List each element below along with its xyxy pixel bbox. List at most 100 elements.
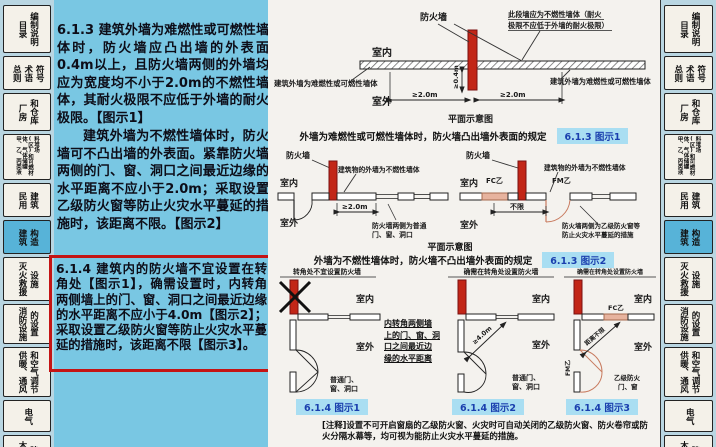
dim: ≥2.0m [342,203,368,211]
outdoor-label: 室外 [280,217,298,229]
clause-6-1-3-continued: 建筑外墙为不燃性墙体时，防火墙可不凸出墙的外表面。紧靠防火墙两侧的门、窗、洞口之… [57,129,269,232]
clause-6-1-4: 6.1.4 建筑内的防火墙不宜设置在转角处【图示1】，确需设置时，内转角两侧墙上… [56,262,267,353]
noncombustible-note-line1: 此段墙应为不燃性墙体（耐火 [508,10,602,19]
top-label: 转角处不宜设置防火墙 [293,267,361,276]
r-tab-general-terms[interactable]: 总则术语符号 [664,56,713,90]
opening-label-2: 门、窗、洞口 [372,230,413,239]
tab-toc[interactable]: 目录编制说明 [3,5,51,53]
highlight-box-6-1-4: 6.1.4 建筑内的防火墙不宜设置在转角处【图示1】，确需设置时，内转角两侧墙上… [49,255,273,372]
firewall-bar [457,279,467,315]
firewall-label: 防火墙 [420,11,447,23]
fire-door-swing-arc [579,371,603,393]
figure-6-1-4-1: 转角处不宜设置防火墙 室内 室外 普通门、 窗、洞口 [278,267,381,393]
firewall-label: 防火墙 [466,150,490,160]
dim-protrusion: ≥0.4m [452,65,460,89]
hatched-wall-right [476,60,646,70]
tab-factory-warehouse[interactable]: 厂房和仓库 [3,93,51,131]
r-tab-timber-structure[interactable]: 木结构建筑 [664,435,713,447]
figure-tag-6-1-4-3: 6.1.4 图示3 [566,399,638,415]
figure-6-1-3-1: 防火墙 室内 室外 建筑外墙为难燃性或可燃性墙体 此段墙应为不燃性墙体（耐火 极… [273,10,651,125]
firewall-bar [573,279,583,315]
figure-6-1-4-2: 确需在转角处设置防火墙 ≥4.0m 室内 室外 普通门、 窗、洞口 [448,267,555,393]
outdoor-label: 室外 [532,339,550,351]
r-tab-factory-warehouse[interactable]: 厂房和仓库 [664,93,713,131]
combustible-wall-label-left: 建筑外墙为难燃性或可燃性墙体 [273,79,378,88]
caption-6-1-3-1: 外墙为难燃性或可燃性墙体时，防火墙凸出墙外表面的规定 6.1.3 图示1 [270,128,658,144]
indoor-label: 室内 [372,46,392,59]
outdoor-label: 室外 [460,219,478,231]
noncombustible-note-line2: 极限不应低于外墙的耐火极限） [508,21,609,30]
caption-text: 外墙为难燃性或可燃性墙体时，防火墙凸出墙外表面的规定 [299,132,547,143]
figure-6-1-3-2-right: 防火墙 FC乙 FM乙 室内 室外 建筑物的外墙为不燃性墙体 不限 防火墙两侧为… [459,150,641,239]
r-tab-fire-facilities[interactable]: 消防设施的设置 [664,304,713,344]
tab-hvac[interactable]: 供暖、通风和空气调节 [3,347,51,397]
sidebar-right: 目录编制说明 总则术语符号 厂房和仓库 甲、乙、丙类液体、气体储罐(区)和可燃材… [660,0,716,447]
sidebar-left: 目录编制说明 总则术语符号 厂房和仓库 甲、乙、丙类液体、气体储罐(区)和可燃材… [0,0,54,447]
r-tab-electrical[interactable]: 电气 [664,400,713,432]
fm-label: FM乙 [552,177,571,185]
figure-tag-6-1-4-1: 6.1.4 图示1 [296,399,368,415]
opening-label-2: 窗、洞口 [330,384,358,393]
fire-window-fc [603,313,629,321]
fc-label: FC乙 [486,177,503,185]
body-text: 6.1.3 建筑外墙为难燃性或可燃性墙体时，防火墙应凸出墙的外表面0.4m以上，… [57,22,269,233]
dim: ≥4.0m [471,324,494,346]
footnote: [注释]设置不可开启窗扇的乙级防火窗、火灾时可自动关闭的乙级防火窗、防火卷帘或防… [322,420,648,441]
indoor-label: 室内 [634,293,652,305]
opening-label-1: 普通门、 [512,373,540,382]
opening-label-1: 普通门、 [330,375,358,384]
top-label: 确需在转角处设置防火墙 [577,268,643,276]
r-tab-hvac[interactable]: 供暖、通风和空气调节 [664,347,713,397]
tab-fire-facilities[interactable]: 消防设施的设置 [3,304,51,344]
opening-label-2: 窗、洞口 [512,382,540,391]
firewall-bar [517,160,527,201]
fire-window-fc [481,192,509,201]
r-tab-civil-building[interactable]: 民用建筑 [664,183,713,217]
tab-tanks-stockyards[interactable]: 甲、乙、丙类液体、气体储罐(区)和可燃材料堆场 [3,134,51,180]
firewall-label: 防火墙 [286,150,310,160]
indoor-label: 室内 [280,177,298,189]
outdoor-label: 室外 [634,341,652,353]
corner-distance-note: 内转角两侧墙 上的门、窗、洞 口之间最近边 缘的水平距离 [384,319,440,363]
tab-general-terms[interactable]: 总则术语符号 [3,56,51,90]
x-mark [278,280,312,314]
combustible-wall-label-right: 建筑外墙为难燃性或可燃性墙体 [550,77,651,86]
door-swing-arc [463,373,487,393]
indoor-label: 室内 [460,177,478,189]
opening-label-2: 防止火灾水平蔓延的措施 [562,230,634,239]
r-tab-firefighting-rescue[interactable]: 灭火救援设施 [664,257,713,301]
tab-timber-structure[interactable]: 木结构建筑 [3,435,51,447]
plan-view-label-row2: 平面示意图 [427,243,473,253]
diagonal-dimension [579,321,621,359]
dim-right: ≥2.0m [500,91,526,99]
tab-electrical[interactable]: 电气 [3,400,51,432]
figure-tag-6-1-4-2: 6.1.4 图示2 [452,399,524,415]
tab-building-construction[interactable]: 建筑构造 [3,220,51,254]
tab-civil-building[interactable]: 民用建筑 [3,183,51,217]
fc-label: FC乙 [608,304,624,312]
figure-tag: 6.1.3 图示1 [556,128,629,144]
clause-6-1-3: 6.1.3 建筑外墙为难燃性或可燃性墙体时，防火墙应凸出墙的外表面0.4m以上，… [57,23,269,126]
dim: 不限 [510,202,525,211]
tab-firefighting-rescue[interactable]: 灭火救援设施 [3,257,51,301]
caption-text: 外墙为不燃性墙体时，防火墙不凸出墙外表面的规定 [313,256,533,267]
dim-left: ≥2.0m [412,91,438,99]
figure-tag: 6.1.3 图示2 [542,252,615,268]
indoor-label: 室内 [532,293,550,305]
r-tab-toc[interactable]: 目录编制说明 [664,5,713,53]
opening-label-1: 乙级防火 [614,373,641,382]
r-tab-tanks-stockyards[interactable]: 甲、乙、丙类液体、气体储罐(区)和可燃材料堆场 [664,134,713,180]
opening-label-1: 防火墙两侧为乙级防火窗等 [562,221,641,230]
outdoor-label: 室外 [372,95,392,108]
top-label: 确需在转角处设置防火墙 [464,267,539,276]
opening-label-2: 门、窗 [618,382,638,391]
wall-label: 建筑物的外墙为不燃性墙体 [337,165,420,174]
wall-label: 建筑物的外墙为不燃性墙体 [543,163,626,172]
plan-view-label: 平面示意图 [448,113,493,125]
outdoor-label: 室外 [356,341,374,353]
diagonal-dimension [463,321,507,363]
r-tab-building-construction[interactable]: 建筑构造 [664,220,713,254]
firewall-bar [467,29,478,91]
fm-label: FM乙 [565,360,572,376]
